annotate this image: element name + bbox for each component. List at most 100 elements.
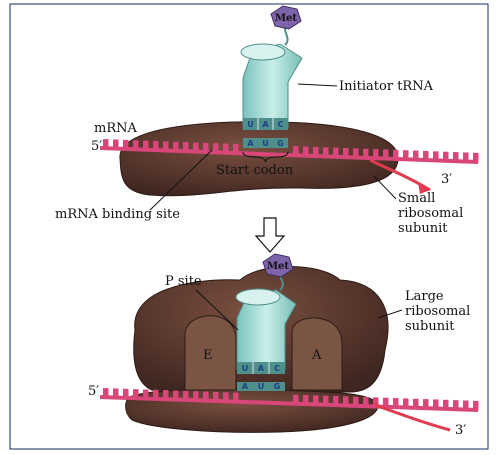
mrna-nucleotide (183, 142, 189, 152)
mrna-strand-top (99, 139, 479, 164)
met-label: Met (275, 13, 297, 24)
leader-line (297, 83, 338, 87)
mrna-nucleotide (463, 400, 469, 410)
mrna-nucleotide (173, 141, 179, 151)
anticodon-base: U (247, 120, 254, 129)
start-codon-brace (242, 151, 289, 163)
down-arrow (254, 217, 286, 253)
mrna-nucleotide (143, 389, 149, 399)
mrna-nucleotide (203, 391, 209, 401)
small-subunit-label-1: Small (398, 191, 435, 206)
leader-line (195, 289, 239, 331)
mrna-nucleotide (463, 152, 469, 162)
leader-line (377, 309, 403, 319)
small-ribosomal-subunit (119, 121, 399, 197)
mrna-nucleotide (413, 398, 419, 408)
bottom-panel: E A U A C A U G Met P site (88, 253, 479, 438)
mrna-nucleotide (153, 389, 159, 399)
mrna-nucleotide (473, 400, 479, 410)
mrna-nucleotide (293, 394, 299, 404)
mrna-nucleotide (203, 142, 209, 152)
p-site-label: P site (165, 274, 202, 289)
large-subunit-label-2: ribosomal (405, 304, 470, 319)
methionine-top: Met (270, 5, 302, 30)
anticodon-base: C (274, 364, 280, 373)
mrna-nucleotide (443, 151, 449, 161)
mrna-nucleotide (103, 139, 109, 149)
mrna-nucleotide (433, 151, 439, 161)
mrna-nucleotide (323, 395, 329, 405)
mrna-nucleotide (433, 399, 439, 409)
mrna-nucleotide (393, 149, 399, 159)
large-subunit-label-1: Large (405, 289, 444, 304)
codon-base: G (277, 139, 284, 148)
mrna-binding-site-label: mRNA binding site (55, 207, 180, 222)
start-codon-label: Start codon (216, 163, 294, 178)
mrna-nucleotide (163, 141, 169, 151)
mrna-nucleotide (393, 398, 399, 408)
mrna-nucleotide (213, 143, 219, 153)
met-label: Met (267, 261, 289, 272)
mrna-nucleotide (123, 388, 129, 398)
large-subunit-label-3: subunit (405, 319, 455, 334)
codon-base: A (242, 382, 249, 391)
mrna-label: mRNA (94, 121, 137, 136)
mrna-nucleotide (353, 148, 359, 158)
mrna-nucleotide (163, 390, 169, 400)
mrna-nucleotide (173, 390, 179, 400)
mrna-nucleotide (333, 396, 339, 406)
mrna-nucleotide (313, 146, 319, 156)
codon-base: A (247, 139, 254, 148)
initiator-trna-bottom: U A C A U G (235, 271, 297, 391)
a-site (291, 317, 343, 391)
mrna-nucleotide (343, 396, 349, 406)
mrna-nucleotide (233, 392, 239, 402)
methionine-bottom: Met (262, 253, 294, 278)
mrna-nucleotide (343, 148, 349, 157)
e-site (184, 315, 237, 391)
anticodon-base: A (258, 364, 265, 373)
mrna-nucleotide (323, 147, 329, 157)
mrna-nucleotide (193, 142, 199, 152)
mrna-nucleotide (363, 397, 369, 407)
mrna-nucleotide (303, 146, 309, 156)
mrna-nucleotide (183, 390, 189, 400)
mrna-nucleotide (153, 140, 159, 150)
mrna-nucleotide (313, 395, 319, 405)
mrna-nucleotide (373, 397, 379, 407)
mrna-nucleotide (113, 139, 119, 149)
mrna-nucleotide (443, 399, 449, 409)
mrna-nucleotide (453, 400, 459, 410)
mrna-nucleotide (233, 143, 239, 153)
three-prime-top: 3′ (441, 172, 452, 187)
mrna-nucleotide (453, 152, 459, 162)
mrna-nucleotide (193, 391, 199, 401)
e-site-label: E (203, 348, 213, 363)
mrna-nucleotide (143, 140, 149, 150)
codon-base: G (274, 382, 281, 391)
codon-base: U (258, 382, 265, 391)
mrna-nucleotide (423, 399, 429, 409)
mrna-nucleotide (413, 150, 419, 160)
mrna-nucleotide (293, 146, 299, 156)
initiator-trna-top: U A C A U G (240, 25, 303, 148)
anticodon-base: A (262, 120, 269, 129)
mrna-nucleotide (333, 147, 339, 157)
mrna-nucleotide (133, 389, 139, 399)
mrna-nucleotide (363, 148, 369, 158)
mrna-nucleotide (223, 392, 229, 402)
mrna-nucleotide (383, 149, 389, 159)
mrna-nucleotide (303, 394, 309, 404)
mrna-nucleotide (403, 398, 409, 408)
mrna-nucleotide (213, 391, 219, 401)
mrna-nucleotide (373, 149, 379, 159)
mrna-nucleotide (103, 388, 109, 398)
mrna-nucleotide (223, 143, 229, 153)
leader-line (373, 175, 397, 200)
top-panel: U A C A U G Met Initiator tRNA mRNA 5′ 3… (55, 5, 479, 236)
mrna-nucleotide (123, 139, 129, 149)
a-site-label: A (311, 348, 322, 363)
codon-base: U (262, 139, 269, 148)
mrna-nucleotide (403, 150, 409, 160)
